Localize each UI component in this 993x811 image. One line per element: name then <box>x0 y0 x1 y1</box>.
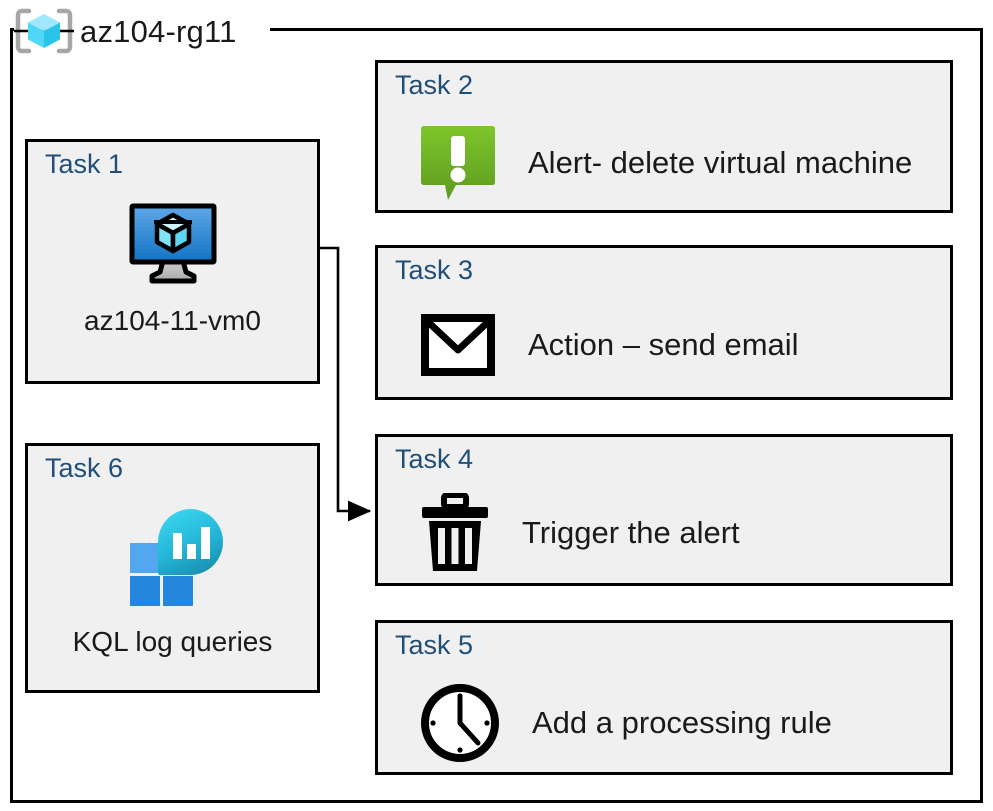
clock-icon <box>418 681 502 765</box>
envelope-icon <box>418 310 498 380</box>
task-6-label: Task 6 <box>45 453 124 483</box>
resource-group-cube-icon <box>14 8 74 54</box>
task-5-label: Task 5 <box>395 630 474 660</box>
task-card-5[interactable]: Task 5 Add a processing rule <box>375 620 953 775</box>
task-3-label: Task 3 <box>395 255 474 285</box>
task-card-4[interactable]: Task 4 Trigger the alert <box>375 434 953 586</box>
task-card-6[interactable]: Task 6 <box>25 443 320 693</box>
task-2-label: Task 2 <box>395 70 474 100</box>
virtual-machine-icon <box>28 202 317 284</box>
task-1-label: Task 1 <box>45 149 124 179</box>
task-card-2[interactable]: Task 2 Alert- delete virtual machine <box>375 60 953 213</box>
task-5-caption: Add a processing rule <box>532 704 832 740</box>
log-analytics-icon <box>28 506 317 606</box>
task-3-caption: Action – send email <box>528 326 799 362</box>
task-card-1[interactable]: Task 1 <box>25 139 320 384</box>
trash-can-icon <box>418 493 492 573</box>
resource-group-name: az104-rg11 <box>80 13 237 49</box>
alert-speech-bubble-icon <box>418 125 498 201</box>
task-2-caption: Alert- delete virtual machine <box>528 144 913 180</box>
resource-group-title: az104-rg11 <box>14 8 237 54</box>
resource-group-frame <box>10 28 983 803</box>
task-6-caption: KQL log queries <box>72 626 273 657</box>
task-card-3[interactable]: Task 3 Action – send email <box>375 245 953 400</box>
task-4-label: Task 4 <box>395 444 474 474</box>
task-4-caption: Trigger the alert <box>522 514 740 550</box>
task-1-caption: az104-11-vm0 <box>84 305 261 336</box>
